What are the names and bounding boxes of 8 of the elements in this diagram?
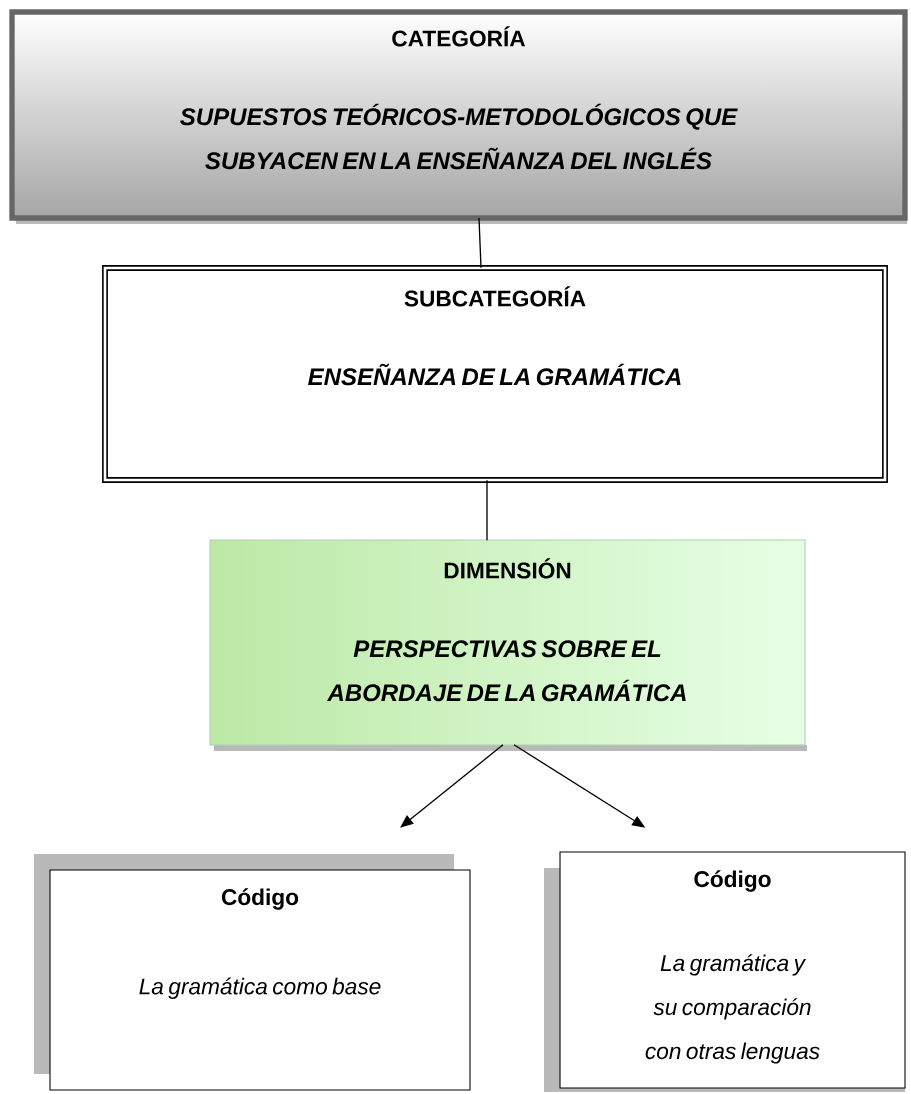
connector-line (486, 479, 488, 541)
connector-line (478, 217, 482, 269)
code-box: Código La gramática y su comparación con otras lenguas (544, 851, 906, 1092)
category-box: CATEGORÍA SUPUESTOS TEÓRICOS-METODOLÓGICOS QUE SUBYACEN EN LA ENSEÑANZA DEL INGLÉS (9, 9, 908, 224)
dimension-box: DIMENSIÓN PERSPECTIVAS SOBRE EL ABORDAJE DE LA GRAMÁTICA (209, 539, 807, 751)
subcategory-box: SUBCATEGORÍA ENSEÑANZA DE LA GRAMÁTICA (102, 265, 888, 483)
code-box: Código La gramática como base (34, 854, 471, 1091)
arrow (400, 744, 504, 828)
